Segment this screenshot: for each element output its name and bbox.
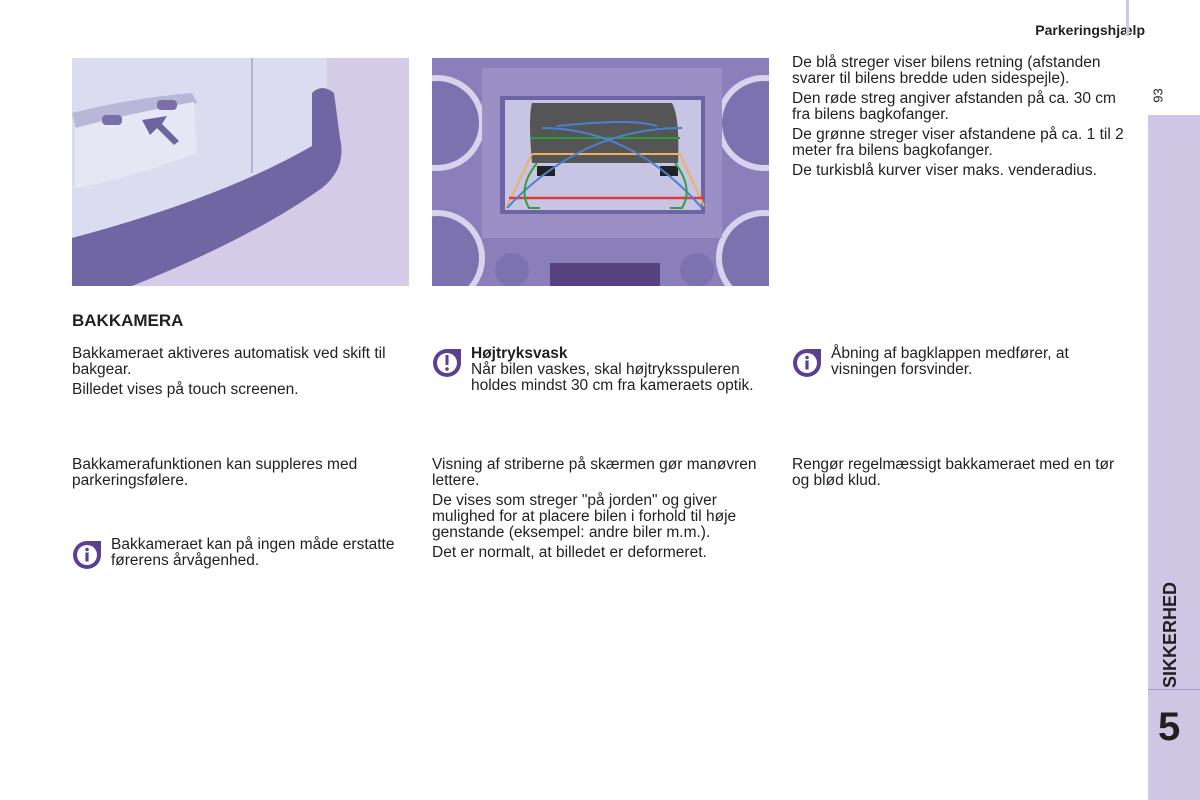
guide-lines-description: De blå streger viser bilens retning (afs… <box>792 55 1132 183</box>
section-title: Parkeringshjælp <box>1035 22 1145 38</box>
chapter-sidebar <box>1148 115 1200 800</box>
col1-intro: Bakkameraet aktiveres automatisk ved ski… <box>72 346 412 402</box>
paragraph: Visning af striberne på skærmen gør manø… <box>432 456 757 489</box>
rear-bumper-illustration <box>72 58 409 286</box>
sidebar-divider <box>1148 689 1200 690</box>
col1-note: Bakkameraet kan på ingen måde erstatte f… <box>111 536 395 569</box>
section-heading: BAKKAMERA <box>72 311 184 330</box>
col3-cleaning: Rengør regelmæssigt bakkameraet med en t… <box>792 456 1115 489</box>
guide-green: De grønne streger viser afstandene på ca… <box>792 126 1124 159</box>
paragraph: Det er normalt, at billedet er deformere… <box>432 544 707 561</box>
col2-text: Visning af striberne på skærmen gør manø… <box>432 457 762 565</box>
warning-title: Højtryksvask <box>471 345 568 362</box>
paragraph: Billedet vises på touch screenen. <box>72 381 299 398</box>
guide-blue: De blå streger viser bilens retning (afs… <box>792 54 1101 87</box>
info-icon <box>73 541 101 569</box>
guide-red: Den røde streg angiver afstanden på ca. … <box>792 90 1116 123</box>
info-icon <box>793 349 821 377</box>
col3-note: Åbning af bagklappen medfører, at visnin… <box>831 345 1069 378</box>
chapter-label: SIKKERHED <box>1160 581 1180 688</box>
warning-text: Når bilen vaskes, skal højtryksspuleren … <box>471 361 754 394</box>
paragraph: Bakkameraet aktiveres automatisk ved ski… <box>72 345 386 378</box>
warning-icon <box>433 349 461 377</box>
chapter-number: 5 <box>1158 705 1181 749</box>
page-number: 93 <box>1150 88 1166 103</box>
guide-turquoise: De turkisblå kurver viser maks. venderad… <box>792 162 1097 179</box>
paragraph: De vises som streger "på jorden" og give… <box>432 492 737 541</box>
header-divider <box>1126 0 1129 36</box>
camera-screen-illustration <box>432 58 769 286</box>
paragraph: Bakkamerafunktionen kan suppleres med pa… <box>72 456 358 489</box>
col1-sensors: Bakkamerafunktionen kan suppleres med pa… <box>72 457 412 493</box>
warning-box: Højtryksvask Når bilen vaskes, skal højt… <box>471 346 761 394</box>
